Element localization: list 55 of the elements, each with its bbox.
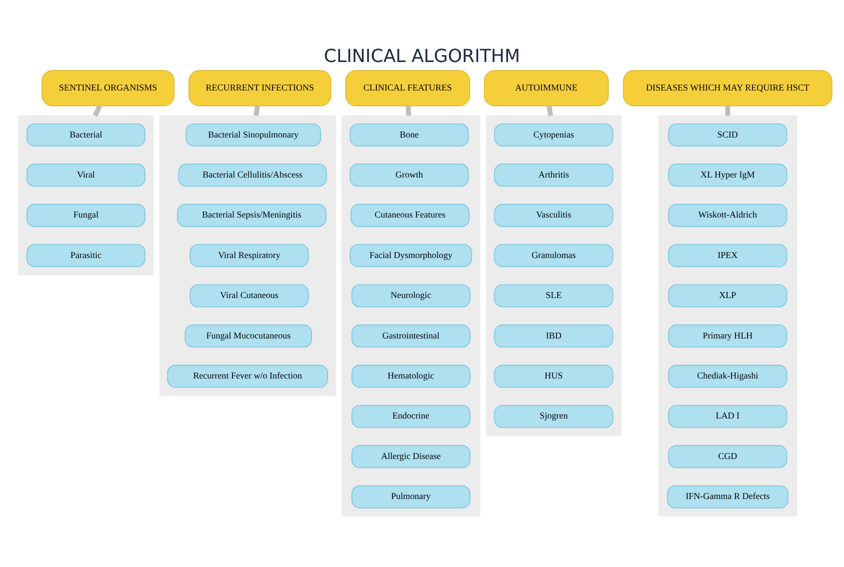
connector <box>92 104 102 117</box>
cluster <box>18 115 154 276</box>
node-box: Viral Cutaneous <box>190 284 309 308</box>
node-box: Bacterial Sepsis/Meningitis <box>177 204 326 227</box>
node-box: RECURRENT INFECTIONS <box>188 70 332 106</box>
node-box: Bacterial Sinopulmonary <box>186 123 322 146</box>
node-box: Viral Respiratory <box>190 244 309 268</box>
node-box: SLE <box>494 284 614 308</box>
node-box: SENTINEL ORGANISMS <box>42 70 175 106</box>
node-box: AUTOIMMUNE <box>484 70 609 106</box>
node-box: CLINICAL FEATURES <box>345 70 470 106</box>
cluster <box>658 115 798 517</box>
node-box: DISEASES WHICH MAY REQUIRE HSCT <box>623 70 832 106</box>
node-box: Facial Dysmorphology <box>350 244 472 268</box>
node-box: Bacterial <box>26 123 146 146</box>
node-box: Granulomas <box>494 244 614 268</box>
node-box: Wiskott-Aldrich <box>668 204 788 227</box>
node-box: Neurologic <box>351 284 470 308</box>
node-box: Primary HLH <box>668 324 788 348</box>
node-box: Arthritis <box>494 164 614 187</box>
node-box: IBD <box>494 324 614 348</box>
node-box: Allergic Disease <box>351 445 470 468</box>
node-box: Hematologic <box>351 364 470 388</box>
node-box: Vasculitis <box>494 204 614 227</box>
node-box: SCID <box>668 123 788 146</box>
node-box: Fungal Mucocutaneous <box>184 324 312 348</box>
connector <box>546 106 554 116</box>
connector <box>725 106 730 116</box>
cluster <box>342 115 480 517</box>
node-box: XLP <box>668 284 788 308</box>
node-box: Cytopenias <box>494 123 614 146</box>
node-box: IPEX <box>668 244 788 268</box>
node-box: Cutaneous Features <box>350 204 470 227</box>
node-box: LAD I <box>668 404 788 428</box>
node-box: Chediak-Higashi <box>668 364 788 388</box>
node-box: Viral <box>26 164 146 187</box>
node-box: Bone <box>350 123 469 146</box>
node-box: Growth <box>350 164 469 187</box>
node-box: XL Hyper IgM <box>668 164 788 187</box>
node-box: Endocrine <box>351 404 470 428</box>
connector <box>406 106 412 116</box>
node-box: Bacterial Cellulitis/Abscess <box>178 164 327 187</box>
node-box: Fungal <box>26 204 146 227</box>
cluster <box>486 115 622 436</box>
node-box: Recurrent Fever w/o Infection <box>167 364 328 388</box>
node-box: CGD <box>668 445 788 468</box>
node-box: HUS <box>494 364 614 388</box>
diagram-title: CLINICAL ALGORITHM <box>324 46 520 68</box>
node-box: IFN-Gamma R Defects <box>666 485 788 508</box>
node-box: Pulmonary <box>351 485 470 508</box>
node-box: Parasitic <box>26 244 146 268</box>
cluster <box>159 115 336 396</box>
node-box: Gastrointestinal <box>351 324 470 348</box>
connector <box>254 106 260 116</box>
node-box: Sjogren <box>494 404 614 428</box>
